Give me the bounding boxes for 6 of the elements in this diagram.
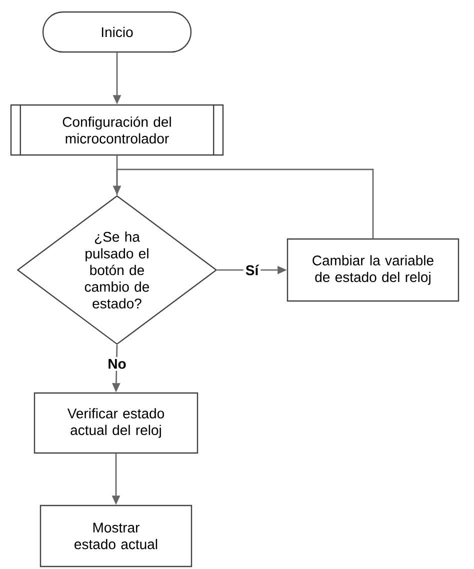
process-box: Mostrar estado actual xyxy=(40,504,192,568)
subroutine-box: Configuración del microcontrolador xyxy=(10,104,224,156)
edge-label: No xyxy=(106,357,128,371)
process-box: Verificar estado actual del reloj xyxy=(34,392,198,454)
edge-label: Sí xyxy=(243,262,261,278)
process-box: Cambiar la variable de estado del reloj xyxy=(286,238,460,302)
